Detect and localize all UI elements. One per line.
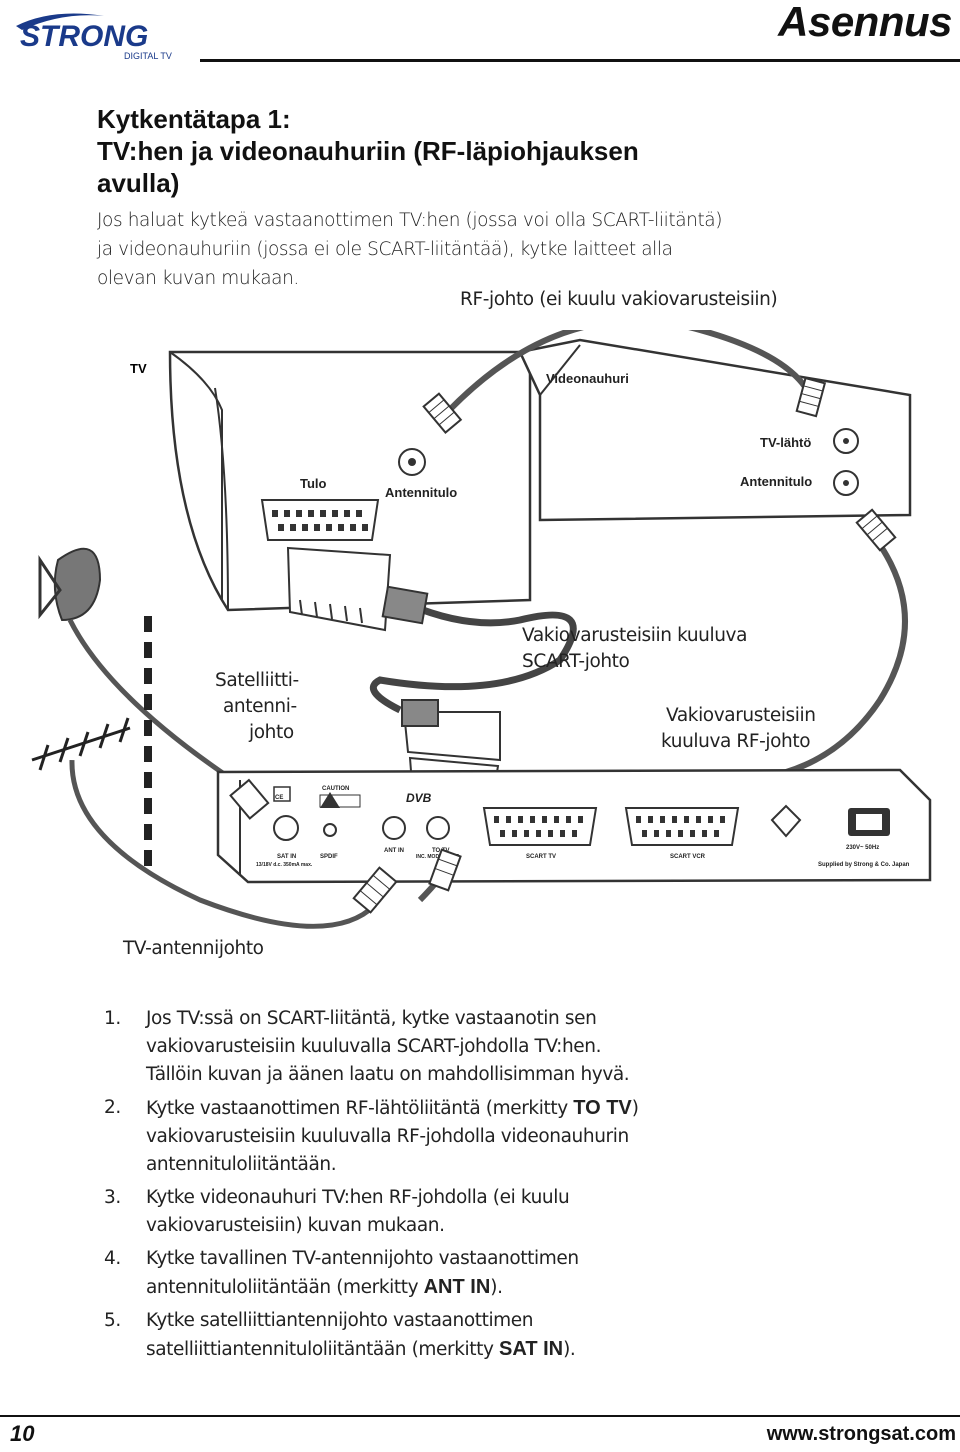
receiver-scart-vcr-label: SCART VCR xyxy=(670,854,706,860)
step-item: 5. Kytke satelliittiantennijohto vastaan… xyxy=(104,1307,924,1364)
heading-line-3: avulla) xyxy=(97,168,180,198)
rf-cable-label-2: kuuluva RF-johto xyxy=(661,731,810,752)
receiver-sat-in-spec: 13/18V d.c. 350mA max. xyxy=(256,862,313,868)
receiver-power-label: 230V~ 50Hz xyxy=(846,845,879,851)
step-text-part: Kytke vastaanottimen RF-lähtöliitäntä (m… xyxy=(146,1098,574,1119)
receiver-ant-in-label: ANT IN xyxy=(384,848,404,854)
step-text: antennituloliitäntään (merkitty ANT IN). xyxy=(146,1273,924,1302)
step-number: 4. xyxy=(104,1248,121,1269)
intro-line-2: ja videonauhuriin (jossa ei ole SCART-li… xyxy=(97,239,673,260)
step-text-part: ) xyxy=(631,1098,639,1119)
satellite-dish-icon xyxy=(38,547,250,793)
tv-antenna-socket xyxy=(398,448,426,476)
receiver-sat-in-label: SAT IN xyxy=(277,854,296,860)
tv-antenna-icon xyxy=(31,717,377,929)
step-bold-term: ANT IN xyxy=(423,1276,491,1298)
step-item: 3. Kytke videonauhuri TV:hen RF-johdolla… xyxy=(104,1184,924,1240)
receiver-modulator-label: INC. MODULATOR xyxy=(416,854,460,860)
scart-cable-label-2: SCART-johto xyxy=(522,651,630,672)
vcr-label: Videonauhuri xyxy=(546,371,629,386)
step-text-part: satelliittiantennituloliitäntään (merkit… xyxy=(146,1339,500,1360)
tv-antenna-cable-label: TV-antennijohto xyxy=(122,938,264,959)
tv-label: TV xyxy=(130,361,147,376)
receiver-back-panel xyxy=(216,768,932,884)
step-text: antennituloliitäntään. xyxy=(146,1154,337,1175)
connection-diagram: TV Tulo Antennitulo Videonauhuri TV-läht… xyxy=(31,330,932,959)
to-tv-connector xyxy=(428,848,462,892)
step-number: 3. xyxy=(104,1187,121,1208)
step-text: vakiovarusteisiin kuuluvalla RF-johdolla… xyxy=(146,1126,629,1147)
footer-rule xyxy=(0,1415,960,1417)
step-text: vakiovarusteisiin) kuvan mukaan. xyxy=(146,1215,445,1236)
intro-line-3: olevan kuvan mukaan. xyxy=(97,268,299,289)
instruction-steps: 1. Jos TV:ssä on SCART-liitäntä, kytke v… xyxy=(104,1005,924,1369)
vcr-tv-out-label: TV-lähtö xyxy=(760,435,811,450)
step-text-part: antennituloliitäntään (merkitty xyxy=(146,1277,424,1298)
step-text: satelliittiantennituloliitäntään (merkit… xyxy=(146,1335,924,1364)
step-text: Jos TV:ssä on SCART-liitäntä, kytke vast… xyxy=(146,1008,597,1029)
heading-line-2: TV:hen ja videonauhuriin (RF-läpiohjauks… xyxy=(97,136,639,166)
receiver-caution-text: CAUTION xyxy=(322,786,349,792)
strong-logo: STRONG DIGITAL TV xyxy=(16,13,172,61)
step-number: 5. xyxy=(104,1310,121,1331)
receiver-spdif-label: SPDIF xyxy=(320,854,338,860)
intro-line-1: Jos haluat kytkeä vastaanottimen TV:hen … xyxy=(97,210,723,231)
step-text-part: ). xyxy=(490,1277,503,1298)
brand-text: STRONG xyxy=(20,20,148,53)
sat-cable-label-1: Satelliitti- xyxy=(215,670,299,691)
rf-cable-label-1: Vakiovarusteisiin xyxy=(666,705,816,726)
brand-subtext: DIGITAL TV xyxy=(124,51,172,61)
step-text: Kytke satelliittiantennijohto vastaanott… xyxy=(146,1310,534,1331)
vcr-antenna-socket xyxy=(833,470,859,496)
tv-antenna-label: Antennitulo xyxy=(385,485,457,500)
receiver-supplied-by: Supplied by Strong & Co. Japan xyxy=(818,862,910,868)
step-text-part: ). xyxy=(563,1339,576,1360)
step-item: 2. Kytke vastaanottimen RF-lähtöliitäntä… xyxy=(104,1094,924,1179)
vcr-antenna-label: Antennitulo xyxy=(740,474,812,489)
step-bold-term: SAT IN xyxy=(499,1338,564,1360)
tv-input-label: Tulo xyxy=(300,476,327,491)
ant-in-connector xyxy=(352,866,398,914)
connection-method-heading: Kytkentätapa 1: TV:hen ja videonauhuriin… xyxy=(97,103,697,199)
rf-cable-tv-vcr xyxy=(422,330,827,434)
receiver-scart-tv-label: SCART TV xyxy=(526,854,556,860)
scart-cable-label-1: Vakiovarusteisiin kuuluva xyxy=(522,625,747,646)
receiver-dvb-logo: DVB xyxy=(406,791,432,805)
intro-paragraph: Jos haluat kytkeä vastaanottimen TV:hen … xyxy=(97,206,737,293)
step-text: Kytke vastaanottimen RF-lähtöliitäntä (m… xyxy=(146,1094,924,1123)
step-text: Kytke tavallinen TV-antennijohto vastaan… xyxy=(146,1248,579,1269)
step-number: 1. xyxy=(104,1008,121,1029)
receiver-ce-mark: CE xyxy=(275,795,283,801)
tv-scart-socket xyxy=(260,499,380,541)
heading-line-1: Kytkentätapa 1: xyxy=(97,104,291,134)
step-bold-term: TO TV xyxy=(573,1097,632,1119)
step-item: 4. Kytke tavallinen TV-antennijohto vast… xyxy=(104,1245,924,1302)
header-rule xyxy=(200,59,960,62)
section-title: Asennus xyxy=(778,0,952,45)
website-link[interactable]: www.strongsat.com xyxy=(766,1423,956,1445)
sat-connector xyxy=(229,778,270,820)
rf-cable-caption: RF-johto (ei kuulu vakiovarusteisiin) xyxy=(460,289,778,310)
step-item: 1. Jos TV:ssä on SCART-liitäntä, kytke v… xyxy=(104,1005,924,1089)
step-text: vakiovarusteisiin kuuluvalla SCART-johdo… xyxy=(146,1036,602,1057)
step-text: Kytke videonauhuri TV:hen RF-johdolla (e… xyxy=(146,1187,570,1208)
sat-cable-label-2: antenni- xyxy=(223,696,297,717)
page-number: 10 xyxy=(10,1421,35,1446)
vcr-tv-out-socket xyxy=(833,428,859,454)
step-text: Tällöin kuvan ja äänen laatu on mahdolli… xyxy=(146,1064,630,1085)
sat-cable-label-3: johto xyxy=(248,722,294,743)
step-number: 2. xyxy=(104,1097,121,1118)
